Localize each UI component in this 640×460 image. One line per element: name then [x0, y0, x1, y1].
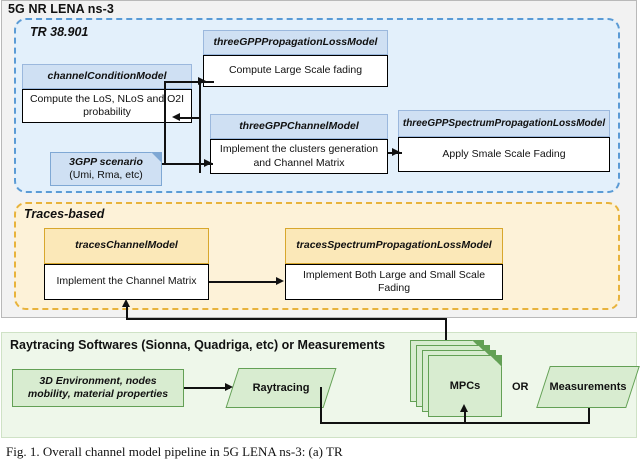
connector-measurements-to-bus	[464, 422, 590, 424]
note-3gpp-scenario-line1: 3GPP scenario	[69, 156, 143, 169]
connector-raytracing-down	[320, 387, 322, 423]
connector-bus-up-to-traces	[445, 318, 447, 340]
arrowhead-to-raytracing	[225, 383, 233, 391]
arrowhead-to-traces-spectrum-model	[276, 277, 284, 285]
connector-vertical-right-trunk	[199, 81, 201, 173]
connector-into-ccm	[178, 117, 200, 119]
arrowhead-to-spectrum-propagation-loss-model	[392, 148, 400, 156]
box-three-gpp-channel-model-body: Implement the clusters generation and Ch…	[210, 139, 388, 174]
box-three-gpp-spectrum-propagation-loss-model-header: threeGPPSpectrumPropagationLossModel	[398, 110, 610, 137]
shape-raytracing-label: Raytracing	[252, 382, 310, 394]
box-channel-condition-model[interactable]: channelConditionModel Compute the LoS, N…	[22, 64, 192, 123]
note-3gpp-scenario[interactable]: 3GPP scenario (Umi, Rma, etc)	[50, 152, 162, 186]
box-traces-channel-model-header: tracesChannelModel	[44, 228, 209, 264]
box-3d-environment-line1: 3D Environment, nodes	[39, 374, 157, 387]
shape-measurements-label: Measurements	[549, 381, 627, 393]
connector-up-into-mpcs	[464, 408, 466, 423]
connector-trunk-to-prop-loss	[164, 81, 200, 83]
box-three-gpp-channel-model[interactable]: threeGPPChannelModel Implement the clust…	[210, 114, 388, 174]
arrowhead-to-propagation-loss-model	[198, 77, 206, 85]
note-3gpp-scenario-line2: (Umi, Rma, etc)	[69, 169, 143, 181]
panel-5g-title: 5G NR LENA ns-3	[8, 2, 114, 16]
or-label: OR	[512, 381, 529, 393]
arrowhead-into-traces-channel-model	[122, 299, 130, 307]
arrowhead-into-channel-condition-model	[172, 113, 180, 121]
figure-caption: Fig. 1. Overall channel model pipeline i…	[6, 444, 343, 459]
connector-environment-to-raytracing	[184, 387, 230, 389]
box-traces-channel-model[interactable]: tracesChannelModel Implement the Channel…	[44, 228, 209, 300]
connector-up-into-traces-channel-model	[126, 306, 128, 319]
connector-trunk-vertical	[164, 81, 166, 163]
box-channel-condition-model-header: channelConditionModel	[22, 64, 192, 89]
arrowhead-into-mpcs	[460, 404, 468, 412]
box-three-gpp-propagation-loss-model[interactable]: threeGPPPropagationLossModel Compute Lar…	[203, 30, 388, 87]
arrowhead-to-three-gpp-channel-model	[204, 159, 212, 167]
connector-scenario-to-channel-model	[162, 163, 204, 165]
connector-traces-channel-to-spectrum	[209, 281, 279, 283]
box-three-gpp-propagation-loss-model-header: threeGPPPropagationLossModel	[203, 30, 388, 55]
box-traces-channel-model-body: Implement the Channel Matrix	[44, 264, 209, 300]
connector-raytracing-bottom-horizontal	[320, 422, 465, 424]
box-three-gpp-channel-model-header: threeGPPChannelModel	[210, 114, 388, 139]
region-traces-title: Traces-based	[24, 207, 105, 221]
region-tr-title: TR 38.901	[30, 25, 89, 39]
box-channel-condition-model-body: Compute the LoS, NLoS and O2I probabilit…	[22, 89, 192, 123]
box-three-gpp-propagation-loss-model-body: Compute Large Scale fading	[203, 55, 388, 87]
connector-measurements-down	[588, 408, 590, 423]
box-3d-environment-line2: mobility, material properties	[27, 388, 169, 400]
box-traces-spectrum-propagation-loss-model-body: Implement Both Large and Small Scale Fad…	[285, 264, 503, 300]
box-three-gpp-spectrum-propagation-loss-model[interactable]: threeGPPSpectrumPropagationLossModel App…	[398, 110, 610, 172]
shape-mpcs-label: MPCs	[449, 380, 481, 392]
box-three-gpp-spectrum-propagation-loss-model-body: Apply Smale Scale Fading	[398, 137, 610, 172]
connector-bus-horizontal-to-traces	[126, 318, 447, 320]
box-3d-environment[interactable]: 3D Environment, nodes mobility, material…	[12, 369, 184, 407]
box-traces-spectrum-propagation-loss-model[interactable]: tracesSpectrumPropagationLossModel Imple…	[285, 228, 503, 300]
panel-raytracing-title: Raytracing Softwares (Sionna, Quadriga, …	[10, 338, 386, 352]
box-traces-spectrum-propagation-loss-model-header: tracesSpectrumPropagationLossModel	[285, 228, 503, 264]
mpcs-fold-icon	[490, 355, 502, 367]
